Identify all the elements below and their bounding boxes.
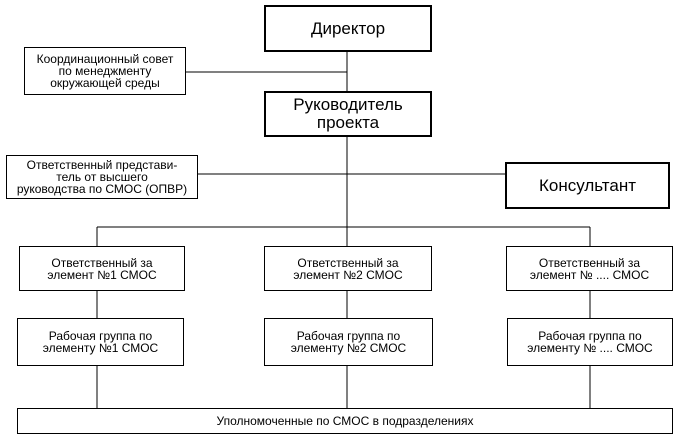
element-responsible-3-label: Ответственный за элемент № .... СМОС xyxy=(529,255,650,282)
coordination-council-box: Координационный совет по менеджменту окр… xyxy=(24,47,186,95)
element-responsible-3: Ответственный за элемент № .... СМОС xyxy=(506,246,673,291)
project-manager-box: Руководитель проекта xyxy=(264,91,432,137)
working-group-2: Рабочая группа по элементу №2 СМОС xyxy=(264,318,433,366)
working-group-1: Рабочая группа по элементу №1 СМОС xyxy=(17,318,184,366)
consultant-box: Консультант xyxy=(505,162,670,209)
coordination-council-label: Координационный совет по менеджменту окр… xyxy=(36,52,174,90)
consultant-label: Консультант xyxy=(538,175,637,195)
working-group-3-label: Рабочая группа по элементу № .... СМОС xyxy=(527,329,653,355)
element-responsible-1-label: Ответственный за элемент №1 СМОС xyxy=(47,255,157,282)
element-responsible-1: Ответственный за элемент №1 СМОС xyxy=(19,246,185,291)
element-responsible-2: Ответственный за элемент №2 СМОС xyxy=(264,246,432,291)
director-box: Директор xyxy=(264,5,432,52)
working-group-3: Рабочая группа по элементу № .... СМОС xyxy=(507,318,673,366)
top-management-rep-label: Ответственный представи- тель от высшего… xyxy=(16,158,188,196)
director-label: Директор xyxy=(310,18,386,38)
divisions-box: Уполномоченные по СМОС в подразделениях xyxy=(17,408,673,434)
top-management-rep-box: Ответственный представи- тель от высшего… xyxy=(6,155,198,199)
project-manager-label: Руководитель проекта xyxy=(293,95,403,132)
element-responsible-2-label: Ответственный за элемент №2 СМОС xyxy=(293,255,403,282)
working-group-2-label: Рабочая группа по элементу №2 СМОС xyxy=(290,329,407,355)
divisions-label: Уполномоченные по СМОС в подразделениях xyxy=(216,414,474,428)
working-group-1-label: Рабочая группа по элементу №1 СМОС xyxy=(42,329,159,355)
